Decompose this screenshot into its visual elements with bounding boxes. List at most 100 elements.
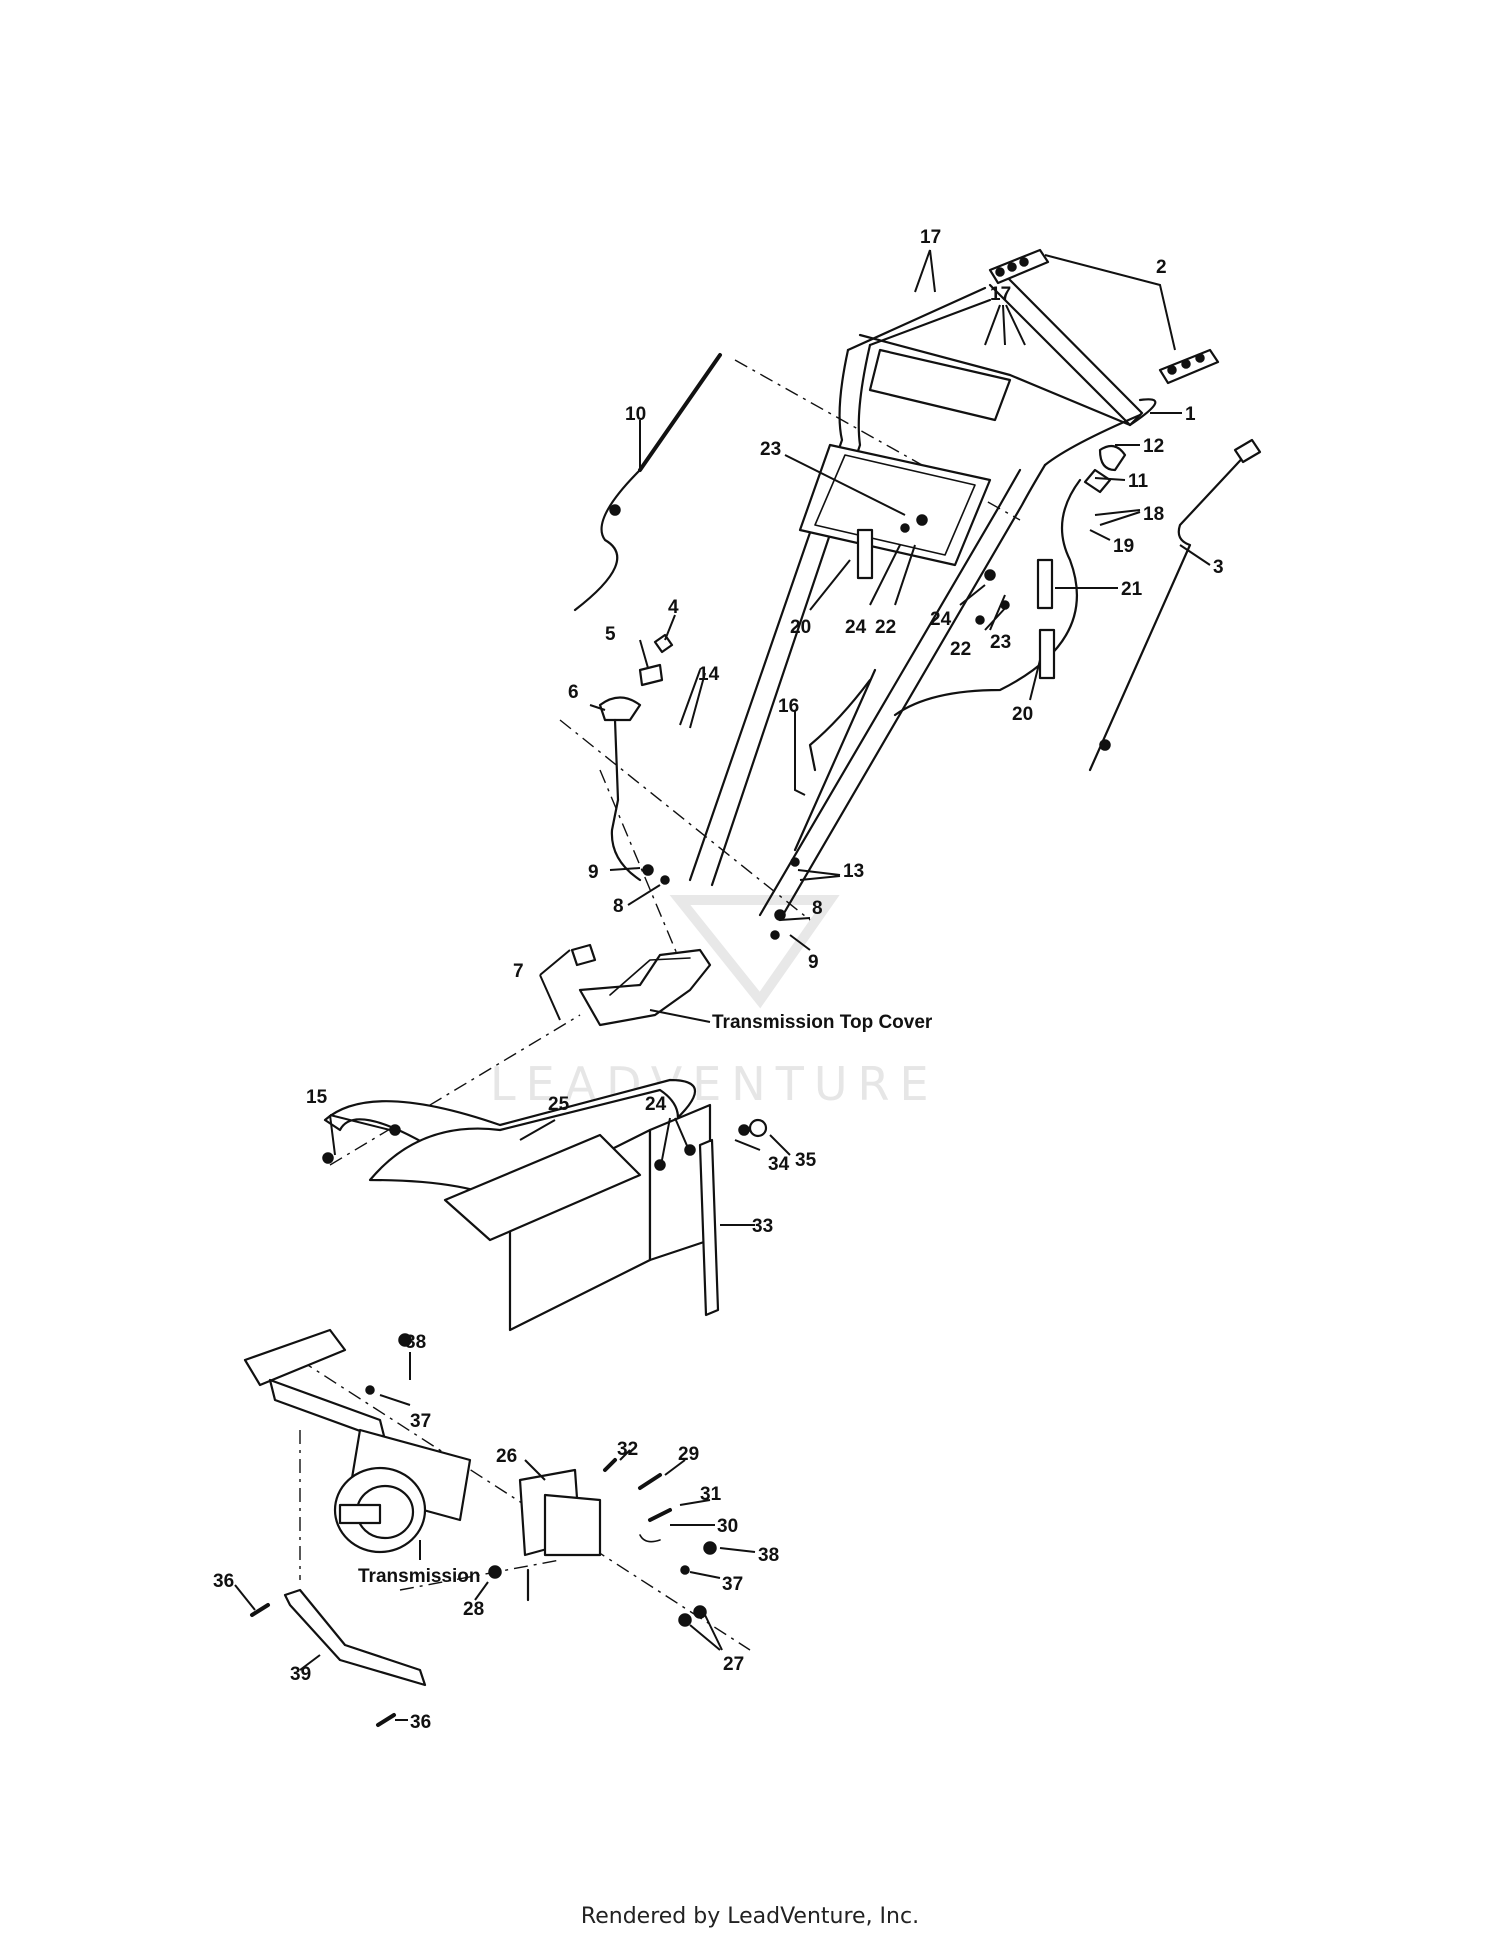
- cable-3: [1088, 448, 1252, 772]
- callout-17a: 17: [920, 227, 941, 248]
- label-transmission: Transmission: [358, 1566, 481, 1587]
- handle-top-rail: [868, 298, 992, 347]
- handle-right-tube-outer: [758, 468, 1022, 917]
- callout-32: 32: [617, 1439, 638, 1460]
- handle-right-tube-inner: [778, 463, 1047, 922]
- callout-5: 5: [605, 624, 616, 645]
- callout-26: 26: [496, 1446, 517, 1467]
- cable-3-clip: [1099, 739, 1111, 751]
- mounting-bracket-26: [518, 1468, 602, 1557]
- callouts: 17 17 2 1 12 11 18 19 21 3 10 23 20 24 2…: [213, 227, 1224, 1733]
- handle-left-tube-inner: [710, 343, 872, 887]
- cable-10-clip: [609, 504, 621, 516]
- transmission-top-cover: [570, 943, 712, 1027]
- cable-10-upper: [638, 353, 722, 472]
- footer-credit: Rendered by LeadVenture, Inc.: [580, 1904, 920, 1929]
- callout-28: 28: [463, 1599, 484, 1620]
- handle-assembly: [559, 248, 1262, 1027]
- callout-8b: 8: [812, 898, 823, 919]
- lower-assembly: [243, 1014, 768, 1727]
- washer-37-right: [680, 1565, 690, 1575]
- callout-24b: 24: [930, 609, 952, 630]
- bracket-6: [598, 696, 642, 722]
- screw-13: [790, 857, 800, 867]
- washer-37: [365, 1385, 375, 1395]
- bushing-5: [638, 663, 664, 687]
- grip-top: [988, 248, 1050, 285]
- cable-3-end: [1233, 438, 1262, 464]
- watermark-logo: [669, 895, 840, 1009]
- drag-bar-39: [283, 1588, 427, 1687]
- callout-8a: 8: [613, 896, 624, 917]
- knob-35: [748, 1118, 768, 1138]
- callout-25: 25: [548, 1094, 570, 1115]
- nut-28: [488, 1565, 502, 1579]
- bolt-29: [638, 1473, 662, 1490]
- callout-1: 1: [1185, 404, 1196, 425]
- plate-20-right: [1036, 558, 1054, 610]
- washer-24: [900, 523, 910, 533]
- callout-22a: 22: [875, 617, 896, 638]
- pin-9-right: [774, 909, 786, 921]
- bolt-15b: [322, 1152, 334, 1164]
- control-panel-inner: [814, 454, 976, 556]
- handle-bar-grip-right: [988, 268, 1144, 427]
- lever-12: [1098, 444, 1127, 472]
- callout-10: 10: [625, 404, 646, 425]
- handle-bar-end: [1128, 398, 1157, 427]
- callout-24c: 24: [645, 1094, 667, 1115]
- callout-35: 35: [795, 1150, 817, 1171]
- callout-14: 14: [698, 664, 720, 685]
- handle-top-rail-outer: [846, 286, 987, 352]
- cable-16-hook: [808, 678, 872, 772]
- pin-9: [642, 864, 654, 876]
- callout-23a: 23: [760, 439, 781, 460]
- alignment-line: [559, 719, 811, 921]
- bolt-15a: [389, 1124, 401, 1136]
- plate-20-left: [856, 528, 874, 580]
- alignment-line: [599, 769, 691, 986]
- knob-4: [653, 633, 674, 654]
- cable-21: [893, 478, 1082, 717]
- label-transmission-top-cover: Transmission Top Cover: [712, 1012, 933, 1033]
- callout-33: 33: [752, 1216, 773, 1237]
- callout-9a: 9: [588, 862, 599, 883]
- washer-8-right: [770, 930, 780, 940]
- upper-panel: [868, 348, 1012, 422]
- washer-24-right: [975, 615, 985, 625]
- bolt-32: [603, 1458, 617, 1472]
- callout-9b: 9: [808, 952, 819, 973]
- grip-right: [1158, 348, 1220, 385]
- nut-38: [398, 1333, 412, 1347]
- callout-38a: 38: [405, 1332, 426, 1353]
- tine-shield-25: [323, 1078, 712, 1332]
- clip-30: [639, 1534, 661, 1543]
- callout-12: 12: [1143, 436, 1164, 457]
- callout-18: 18: [1143, 504, 1164, 525]
- callout-17b: 17: [990, 284, 1011, 305]
- control-panel: [798, 443, 992, 567]
- nut-34: [738, 1124, 750, 1136]
- callout-37a: 37: [410, 1411, 431, 1432]
- bolt-36a: [250, 1603, 270, 1617]
- callout-3: 3: [1213, 557, 1224, 578]
- handle-crossbar: [858, 333, 1132, 427]
- callout-4: 4: [668, 597, 679, 618]
- bolt-27b: [693, 1605, 707, 1619]
- callout-21: 21: [1121, 579, 1143, 600]
- plate-20-lower: [1038, 628, 1056, 680]
- bracket-left: [243, 1328, 347, 1387]
- callout-2: 2: [1156, 257, 1167, 278]
- transmission: [333, 1428, 472, 1554]
- callout-24a: 24: [845, 617, 867, 638]
- bracket-7: [570, 943, 597, 967]
- callout-11: 11: [1128, 471, 1149, 492]
- callout-29: 29: [678, 1444, 699, 1465]
- nut-23: [916, 514, 928, 526]
- callout-30: 30: [717, 1516, 738, 1537]
- callout-13: 13: [843, 861, 864, 882]
- callout-27: 27: [723, 1654, 744, 1675]
- washer-8: [660, 875, 670, 885]
- handle-left-tube-outer: [688, 348, 850, 882]
